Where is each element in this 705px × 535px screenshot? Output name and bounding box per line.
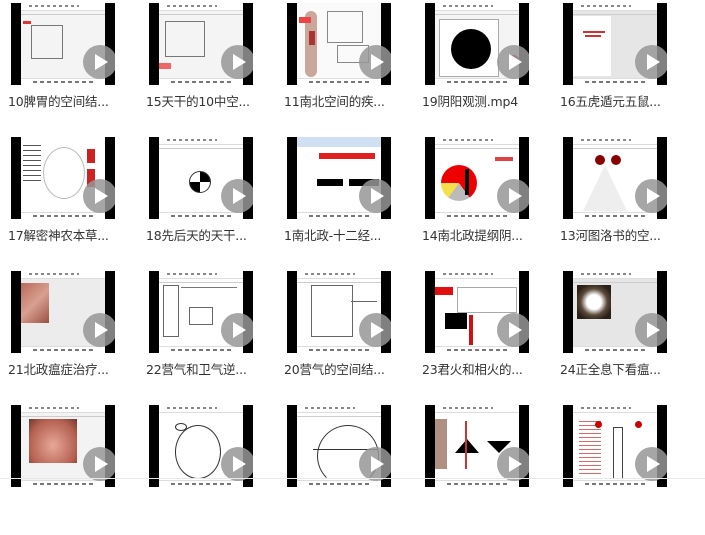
video-item[interactable]: 20营气的空间结... <box>284 271 417 401</box>
video-item[interactable] <box>287 405 417 535</box>
play-icon[interactable] <box>83 313 115 347</box>
video-thumbnail[interactable] <box>149 3 253 85</box>
play-icon[interactable] <box>83 179 115 213</box>
video-thumbnail[interactable] <box>287 3 391 85</box>
play-icon[interactable] <box>359 179 391 213</box>
video-filename[interactable]: 22营气和卫气逆... <box>146 362 247 377</box>
video-item[interactable]: 21北政瘟症治疗... <box>8 271 141 401</box>
video-thumbnail[interactable] <box>425 137 529 219</box>
video-item[interactable] <box>563 405 693 535</box>
video-item[interactable]: 13河图洛书的空... <box>560 137 693 267</box>
video-filename[interactable]: 20营气的空间结... <box>284 362 385 377</box>
video-thumbnail[interactable] <box>287 137 391 219</box>
video-item[interactable]: 22营气和卫气逆... <box>146 271 279 401</box>
video-thumbnail[interactable] <box>425 3 529 85</box>
video-item[interactable]: 19阴阳观测.mp4 <box>422 3 555 133</box>
play-icon[interactable] <box>635 447 667 481</box>
video-thumbnail[interactable] <box>563 405 667 487</box>
play-icon[interactable] <box>83 447 115 481</box>
video-filename[interactable]: 19阴阳观测.mp4 <box>422 94 518 109</box>
video-file-grid: 10脾胃的空间结... 15天干的10中空... 11南北空间的疾... <box>0 3 705 487</box>
video-thumbnail[interactable] <box>425 405 529 487</box>
play-icon[interactable] <box>497 313 529 347</box>
video-filename[interactable]: 10脾胃的空间结... <box>8 94 109 109</box>
play-icon[interactable] <box>497 447 529 481</box>
video-item[interactable]: 1南北政-十二经... <box>284 137 417 267</box>
video-thumbnail[interactable] <box>11 137 115 219</box>
video-item[interactable]: 15天干的10中空... <box>146 3 279 133</box>
play-icon[interactable] <box>497 45 529 79</box>
play-icon[interactable] <box>359 45 391 79</box>
video-filename[interactable]: 16五虎遁元五鼠... <box>560 94 661 109</box>
video-thumbnail[interactable] <box>149 405 253 487</box>
video-filename[interactable]: 18先后天的天干... <box>146 228 247 243</box>
video-thumbnail[interactable] <box>11 405 115 487</box>
video-filename[interactable]: 14南北政提纲阴... <box>422 228 523 243</box>
video-item[interactable]: 16五虎遁元五鼠... <box>560 3 693 133</box>
video-filename[interactable]: 17解密神农本草... <box>8 228 109 243</box>
video-item[interactable] <box>149 405 279 535</box>
video-item[interactable]: 14南北政提纲阴... <box>422 137 555 267</box>
video-thumbnail[interactable] <box>11 271 115 353</box>
video-item[interactable]: 24正全息下看瘟... <box>560 271 693 401</box>
video-filename[interactable]: 1南北政-十二经... <box>284 228 382 243</box>
video-thumbnail[interactable] <box>11 3 115 85</box>
play-icon[interactable] <box>221 313 253 347</box>
play-icon[interactable] <box>359 313 391 347</box>
video-filename[interactable]: 15天干的10中空... <box>146 94 250 109</box>
video-thumbnail[interactable] <box>287 271 391 353</box>
play-icon[interactable] <box>83 45 115 79</box>
play-icon[interactable] <box>635 179 667 213</box>
video-item[interactable] <box>425 405 555 535</box>
video-thumbnail[interactable] <box>149 271 253 353</box>
video-item[interactable]: 11南北空间的疾... <box>284 3 417 133</box>
video-filename[interactable]: 11南北空间的疾... <box>284 94 385 109</box>
video-item[interactable]: 18先后天的天干... <box>146 137 279 267</box>
video-thumbnail[interactable] <box>563 3 667 85</box>
play-icon[interactable] <box>221 447 253 481</box>
video-item[interactable]: 10脾胃的空间结... <box>8 3 141 133</box>
video-thumbnail[interactable] <box>425 271 529 353</box>
video-thumbnail[interactable] <box>287 405 391 487</box>
play-icon[interactable] <box>359 447 391 481</box>
video-filename[interactable]: 23君火和相火的... <box>422 362 523 377</box>
video-item[interactable] <box>11 405 141 535</box>
video-filename[interactable]: 21北政瘟症治疗... <box>8 362 109 377</box>
play-icon[interactable] <box>635 45 667 79</box>
video-filename[interactable]: 13河图洛书的空... <box>560 228 661 243</box>
divider <box>0 478 705 479</box>
video-thumbnail[interactable] <box>563 271 667 353</box>
video-filename[interactable]: 24正全息下看瘟... <box>560 362 661 377</box>
video-thumbnail[interactable] <box>149 137 253 219</box>
play-icon[interactable] <box>635 313 667 347</box>
play-icon[interactable] <box>221 45 253 79</box>
video-item[interactable]: 17解密神农本草... <box>8 137 141 267</box>
video-thumbnail[interactable] <box>563 137 667 219</box>
play-icon[interactable] <box>221 179 253 213</box>
video-item[interactable]: 23君火和相火的... <box>422 271 555 401</box>
play-icon[interactable] <box>497 179 529 213</box>
